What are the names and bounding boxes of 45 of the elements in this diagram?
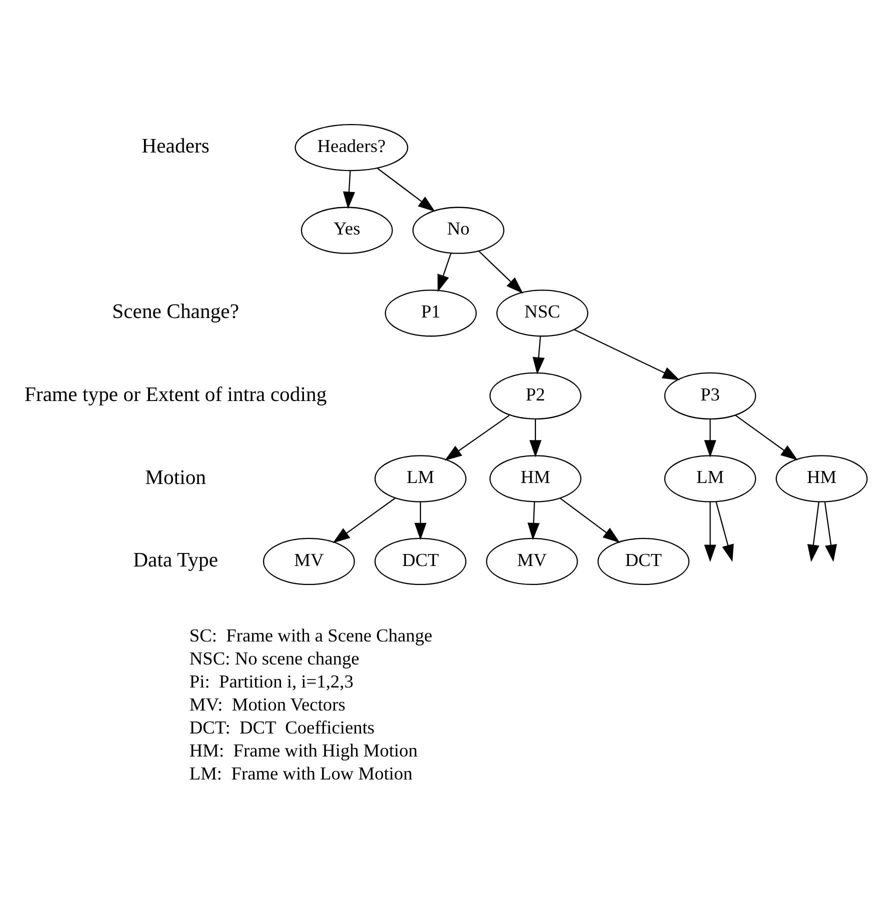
arrow: [824, 501, 837, 562]
arrow: [478, 250, 524, 294]
label: HM: Frame with High Motion: [189, 740, 418, 760]
node-ellipse: MV: [262, 537, 355, 585]
label: Pi: Partition i, i=1,2,3: [189, 671, 354, 692]
node-ellipse: P1: [384, 289, 477, 336]
arrow: [807, 501, 820, 562]
node-ellipse: P3: [664, 372, 756, 419]
label: LM: Frame with Low Motion: [189, 763, 412, 784]
arrow: [716, 501, 734, 562]
arrow: [704, 501, 716, 562]
label: SC: Frame with a Scene Change: [189, 625, 432, 646]
label: MV: Motion Vectors: [189, 694, 346, 714]
label: Headers: [142, 135, 210, 158]
arrow: [574, 328, 680, 380]
arrow: [532, 336, 545, 374]
node-ellipse: MV: [486, 537, 578, 585]
arrow: [704, 418, 716, 457]
node-ellipse: LM: [374, 454, 466, 502]
node-ellipse: NSC: [496, 289, 588, 336]
arrow: [332, 497, 396, 543]
node-ellipse: P2: [489, 372, 582, 419]
node-ellipse: Yes: [300, 206, 393, 254]
arrow: [528, 501, 540, 540]
arrow: [414, 501, 426, 540]
label: Scene Change?: [112, 300, 240, 323]
label: NSC: No scene change: [189, 648, 360, 668]
arrow: [438, 252, 452, 292]
arrow: [735, 414, 798, 460]
arrow: [377, 167, 436, 212]
arrow: [444, 414, 510, 460]
arrow: [529, 418, 542, 457]
arrow: [342, 170, 356, 208]
node-ellipse: No: [412, 206, 504, 254]
node-ellipse: DCT: [374, 537, 466, 585]
arrow: [560, 497, 620, 542]
label: Data Type: [133, 549, 218, 572]
label: Motion: [145, 466, 206, 488]
label: Frame type or Extent of intra coding: [24, 383, 327, 406]
node-ellipse: HM: [489, 454, 582, 502]
node-ellipse: HM: [776, 454, 868, 502]
node-ellipse: DCT: [598, 537, 690, 585]
node-ellipse: LM: [664, 454, 756, 502]
node-ellipse: Headers?: [294, 124, 408, 171]
label: DCT: DCT Coefficients: [189, 717, 375, 738]
